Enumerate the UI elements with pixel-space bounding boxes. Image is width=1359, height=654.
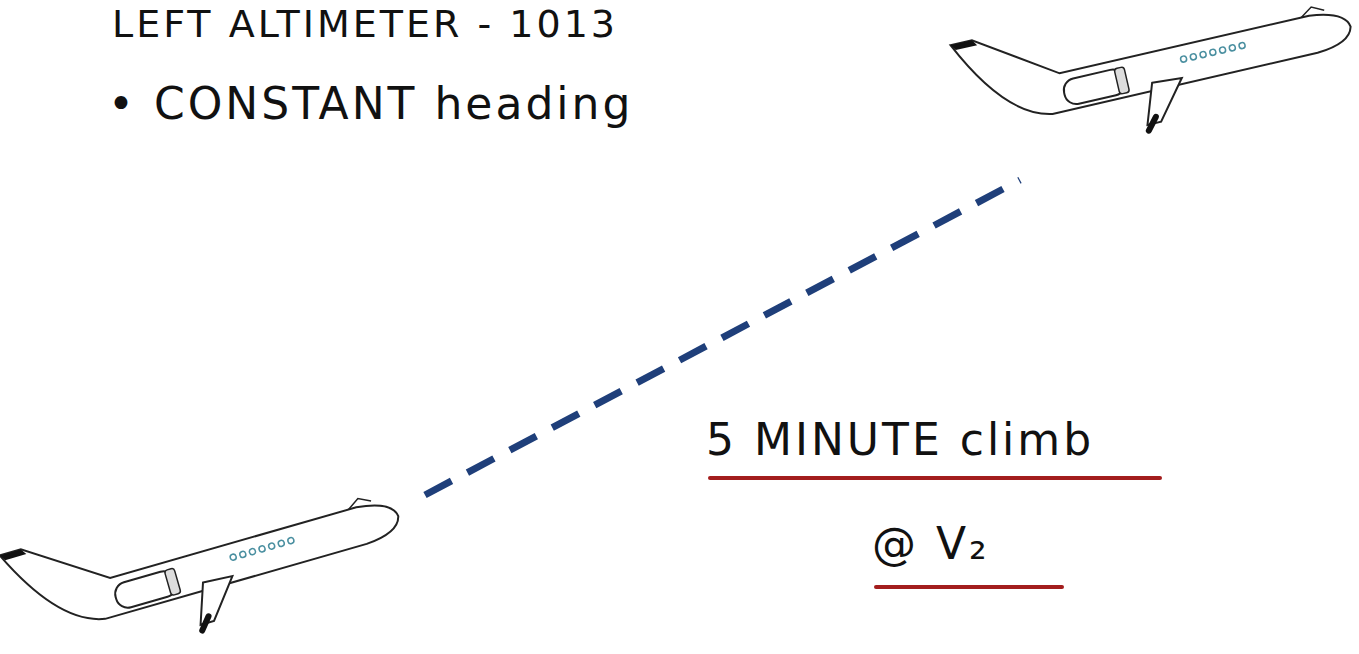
underline xyxy=(876,585,1062,589)
note-text: @ V₂ xyxy=(872,520,990,568)
note-text: LEFT ALTIMETER - 1013 xyxy=(112,4,618,46)
airplane xyxy=(950,0,1359,170)
airplane xyxy=(0,447,414,654)
note-text: • CONSTANT heading xyxy=(108,80,633,128)
underline xyxy=(710,476,1160,480)
note-text: 5 MINUTE climb xyxy=(706,416,1094,464)
